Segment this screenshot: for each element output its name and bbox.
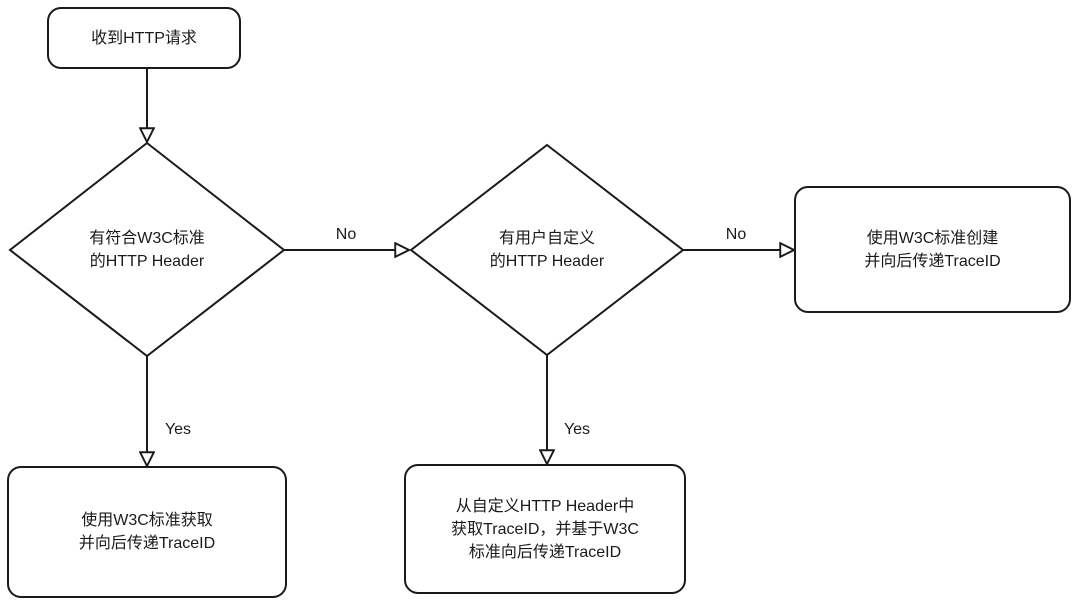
check-custom-header-diamond-shape: [409, 143, 685, 357]
create-traceid-node-shape: [794, 186, 1071, 313]
get-traceid-custom-node-shape: [404, 464, 686, 594]
start-node-shape: [47, 7, 241, 69]
get-traceid-w3c-node-shape: [7, 466, 287, 598]
check-w3c-header-diamond-shape: [8, 141, 286, 358]
